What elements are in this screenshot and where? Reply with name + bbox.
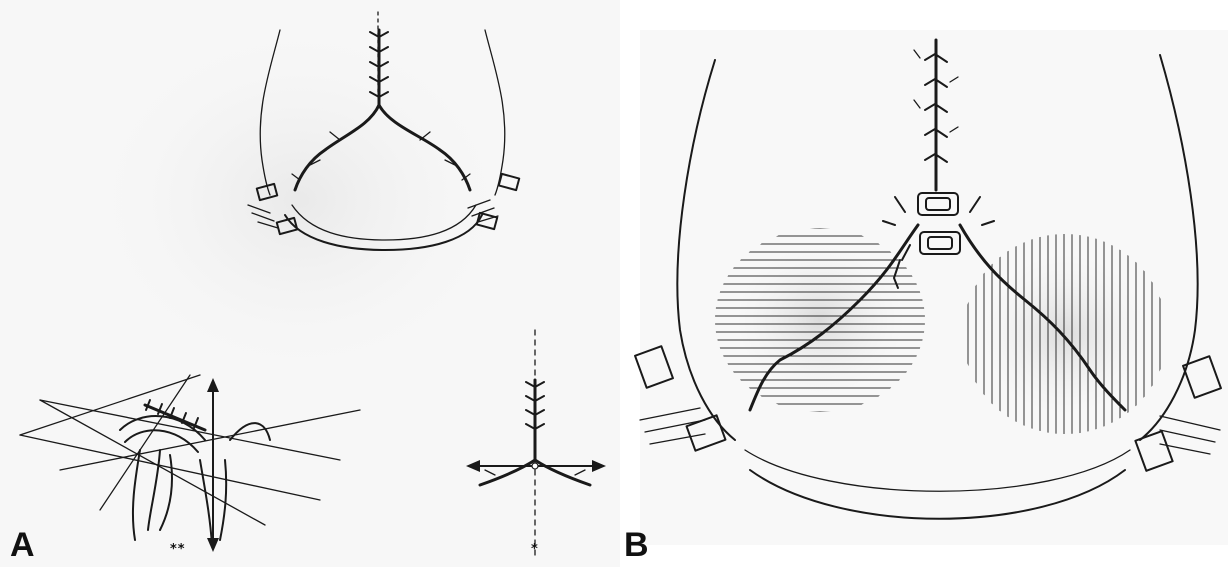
panel-b-label: B — [624, 528, 649, 562]
double-asterisk-marker: ** — [170, 542, 186, 557]
panel-b-drawing — [620, 0, 1228, 567]
panel-a-drawing — [0, 0, 620, 567]
hatched-region-left — [715, 228, 925, 412]
hatched-region-right — [963, 234, 1167, 434]
panel-a-label: A — [10, 528, 35, 562]
panel-a: A ** * — [0, 0, 620, 567]
single-asterisk-marker: * — [531, 542, 539, 557]
panel-b: B — [620, 0, 1228, 567]
